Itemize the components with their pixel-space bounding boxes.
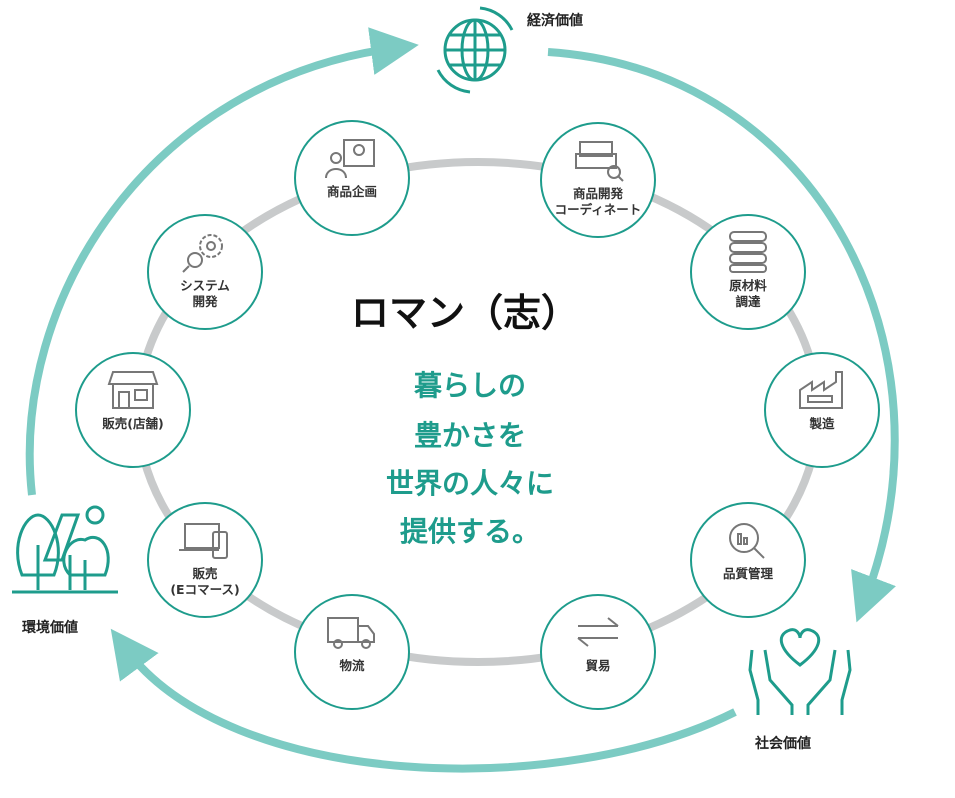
mission-title: ロマン（志）	[350, 291, 579, 335]
factory-icon	[799, 371, 843, 409]
store-icon	[107, 371, 159, 409]
mission-line-3: 世界の人々に	[385, 467, 554, 500]
materials-stack-icon	[729, 231, 767, 273]
social-value-label: 社会価値	[755, 736, 811, 752]
node-system-development: システム 開発	[147, 214, 263, 330]
node-label: 販売(店舗)	[102, 416, 164, 431]
node-label: 販売 (Eコマース)	[170, 566, 240, 597]
node-label: 物流	[339, 658, 365, 673]
node-raw-material-procurement: 原材料 調達	[690, 214, 806, 330]
idea-person-icon	[325, 139, 375, 179]
gears-icon	[182, 234, 223, 273]
arrow-to-economic	[25, 27, 419, 496]
mission-line-1: 暮らしの	[413, 369, 526, 402]
mission-line-2: 豊かさを	[413, 419, 526, 452]
node-product-development-coordination: 商品開発 コーディネート	[540, 122, 656, 238]
node-label: 製造	[809, 416, 835, 431]
node-label: 品質管理	[722, 566, 773, 581]
node-product-planning: 商品企画	[294, 120, 410, 236]
truck-icon	[327, 617, 375, 649]
economic-value-label: 経済価値	[527, 13, 583, 29]
node-trade: 貿易	[540, 594, 656, 710]
node-quality-control: 品質管理	[690, 502, 806, 618]
exchange-arrows-icon	[577, 617, 619, 647]
node-manufacturing: 製造	[764, 352, 880, 468]
sofa-search-icon	[575, 141, 624, 182]
magnifier-chart-icon	[729, 523, 765, 559]
arrow-to-environmental	[110, 628, 737, 773]
laptop-phone-icon	[179, 523, 228, 559]
trees-icon	[12, 505, 118, 594]
hands-heart-icon	[748, 628, 852, 715]
environmental-value-label: 環境価値	[22, 620, 78, 636]
globe-icon	[436, 6, 514, 94]
mission-line-4: 提供する。	[399, 515, 540, 548]
node-label: 貿易	[585, 658, 611, 673]
node-label: 商品開発 コーディネート	[554, 186, 642, 217]
node-label: システム 開発	[180, 278, 230, 309]
node-logistics: 物流	[294, 594, 410, 710]
arrow-to-social	[547, 48, 899, 623]
node-label: 商品企画	[326, 184, 377, 199]
node-store-sales: 販売(店舗)	[75, 352, 191, 468]
node-ecommerce-sales: 販売 (Eコマース)	[147, 502, 263, 618]
node-label: 原材料 調達	[729, 278, 767, 309]
